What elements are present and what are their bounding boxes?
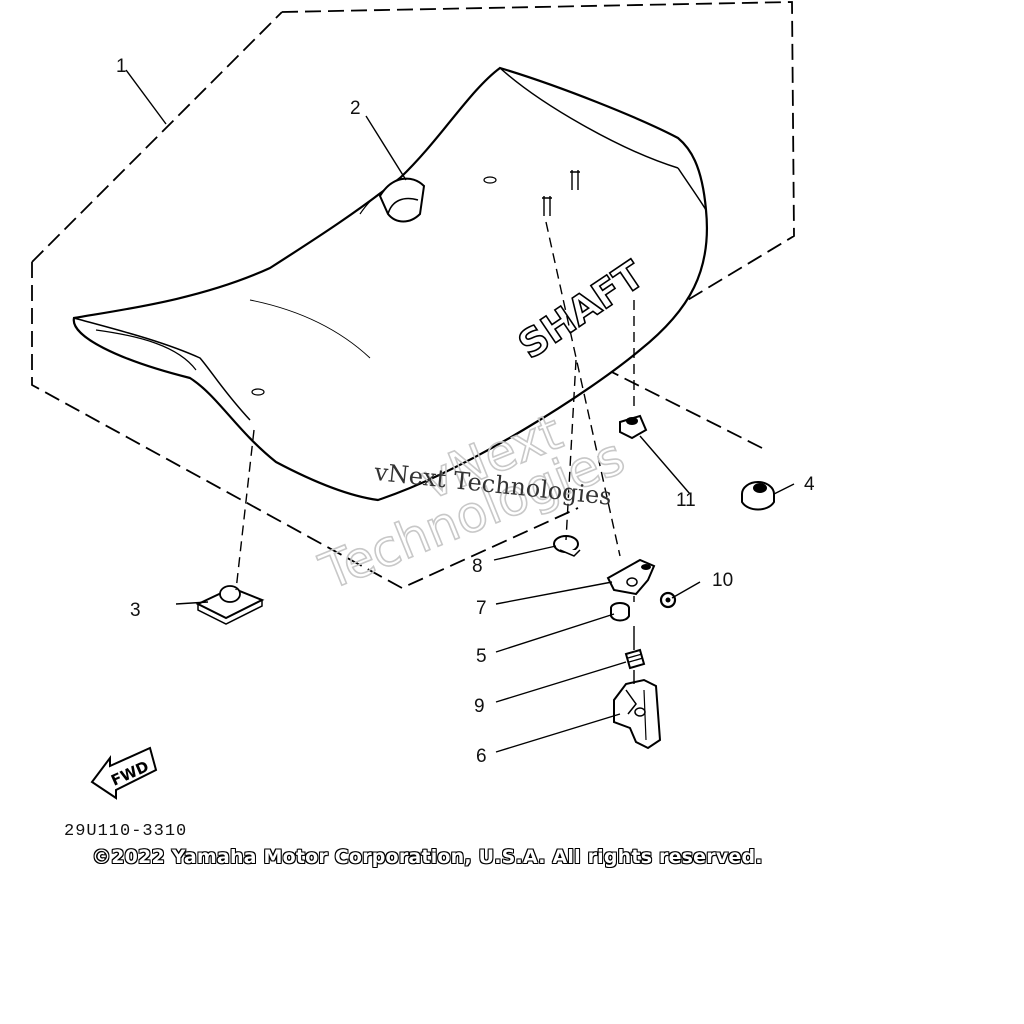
callout-1: 1	[116, 56, 127, 77]
damper-part-4	[741, 481, 775, 511]
callout-2: 2	[350, 98, 361, 119]
strap-part-2	[378, 177, 426, 223]
seat-part-1: SHAFT	[72, 66, 708, 502]
copyright-notice: ©2022 Yamaha Motor Corporation, U.S.A. A…	[92, 846, 763, 868]
spacer-part-5	[610, 602, 630, 622]
nut-part-11	[619, 414, 648, 440]
collar-part-10	[659, 591, 677, 609]
callout-3: 3	[130, 600, 141, 621]
callout-9: 9	[474, 696, 485, 717]
part-code: 29U110-3310	[64, 822, 188, 841]
callout-5: 5	[476, 646, 487, 667]
assembly-outline	[31, 1, 795, 590]
latch-part-6	[613, 678, 662, 750]
callout-6: 6	[476, 746, 487, 767]
fwd-arrow-icon: FWD	[90, 746, 158, 800]
callout-4: 4	[804, 474, 815, 495]
lock-plate-part-7	[606, 558, 656, 596]
spring-part-9	[624, 648, 646, 670]
callout-10: 10	[712, 570, 733, 591]
callout-7: 7	[476, 598, 487, 619]
leader-lines	[125, 69, 795, 753]
callout-8: 8	[472, 556, 483, 577]
callout-11: 11	[676, 490, 696, 511]
bracket-part-3	[195, 585, 265, 625]
bolt-part-8	[553, 535, 581, 557]
